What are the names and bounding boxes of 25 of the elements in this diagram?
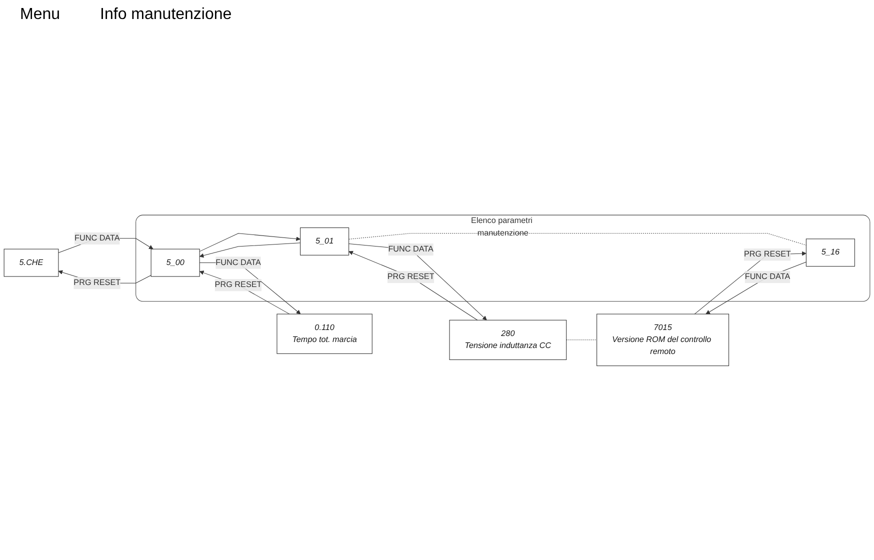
edge-label: PRG RESET <box>214 280 262 289</box>
edge-label: PRG RESET <box>744 250 791 258</box>
connector <box>348 232 806 245</box>
node-box: 0.110 Tempo tot. marcia <box>276 313 372 354</box>
node-box: 5.CHE <box>4 248 59 276</box>
edge-label: FUNC DATA <box>744 272 790 281</box>
arrow <box>199 242 301 258</box>
edge-label: FUNC DATA <box>216 258 261 266</box>
column-heading: Info manutenzione <box>100 6 232 25</box>
edge-label: FUNC DATA <box>74 233 120 242</box>
arrow <box>199 262 301 314</box>
arrow <box>199 232 300 252</box>
edge-label: FUNC DATA <box>388 244 434 254</box>
arrow <box>199 270 290 314</box>
column-heading: Menu <box>20 6 60 25</box>
node-box: 5_01 <box>300 227 350 255</box>
node-box: 280 Tensione induttanza CC <box>449 319 567 360</box>
arrow <box>694 250 806 314</box>
edge-label: PRG RESET <box>74 278 121 287</box>
edge-label: PRG RESET <box>387 272 434 281</box>
arrow <box>706 261 806 314</box>
node-box: 7015 Versione ROM del controllo remoto <box>596 313 730 366</box>
node-box: 5_00 <box>150 248 200 276</box>
node-box: 5_16 <box>806 238 855 266</box>
connector <box>566 339 598 340</box>
